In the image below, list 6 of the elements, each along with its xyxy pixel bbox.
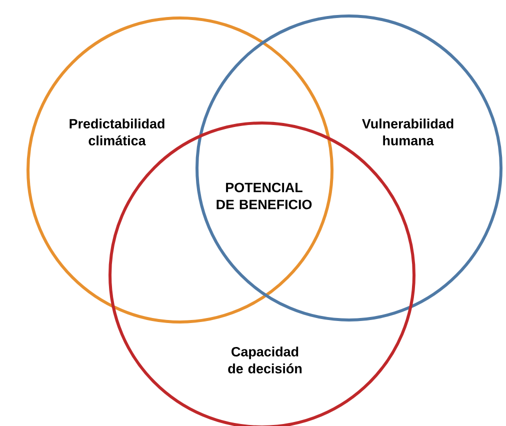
center-label: POTENCIAL DE BENEFICIO: [216, 182, 312, 210]
circle-label: Vulnerabilidad humana: [362, 118, 454, 146]
venn-circle: [196, 14, 502, 322]
circle-label: Capacidad de decisión: [228, 346, 302, 374]
venn-circle: [26, 16, 334, 324]
circle-label: Predictabilidad climática: [70, 118, 164, 146]
